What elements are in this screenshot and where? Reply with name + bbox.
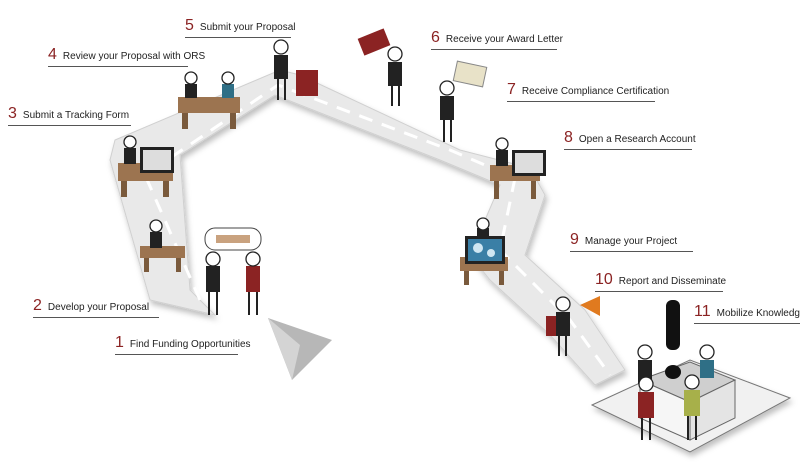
- step-7-label: 7 Receive Compliance Certification: [507, 76, 669, 102]
- step-number: 4: [48, 46, 57, 63]
- step-10-label: 10 Report and Disseminate: [595, 266, 726, 292]
- label-underline: [595, 291, 723, 292]
- step-number: 1: [115, 334, 124, 351]
- step-6-label: 6 Receive your Award Letter: [431, 24, 563, 50]
- step-text: Report and Disseminate: [618, 276, 727, 287]
- label-underline: [48, 66, 188, 67]
- desk-step-9: [460, 236, 508, 285]
- people: [123, 39, 715, 440]
- step-text: Develop your Proposal: [47, 302, 150, 313]
- step-11-label: 11 Mobilize Knowledge: [694, 298, 800, 324]
- desk-step-2: [140, 246, 185, 272]
- proposal-box: [296, 70, 318, 96]
- step-text: Manage your Project: [584, 236, 678, 247]
- step-number: 7: [507, 81, 516, 98]
- label-underline: [431, 49, 557, 50]
- step-3-label: 3 Submit a Tracking Form: [8, 100, 131, 126]
- step-number: 3: [8, 105, 17, 122]
- step-number: 5: [185, 17, 194, 34]
- label-underline: [694, 323, 800, 324]
- label-underline: [33, 317, 159, 318]
- step-number: 6: [431, 29, 440, 46]
- step-number: 8: [564, 129, 573, 146]
- label-underline: [8, 125, 131, 126]
- step-2-label: 2 Develop your Proposal: [33, 292, 159, 318]
- megaphone-icon: [580, 296, 600, 316]
- step-text: Receive your Award Letter: [445, 34, 564, 45]
- label-underline: [564, 149, 692, 150]
- step-9-label: 9 Manage your Project: [570, 226, 693, 252]
- step-1-label: 1 Find Funding Opportunities: [115, 329, 251, 355]
- label-underline: [507, 101, 655, 102]
- handshake-speech-bubble: [204, 227, 262, 251]
- step-text: Find Funding Opportunities: [129, 339, 251, 350]
- step-text: Review your Proposal with ORS: [62, 51, 206, 62]
- step-text: Submit your Proposal: [199, 22, 296, 33]
- step-text: Open a Research Account: [578, 134, 696, 145]
- label-underline: [185, 37, 291, 38]
- step-text: Mobilize Knowledge: [716, 308, 800, 319]
- step-4-label: 4 Review your Proposal with ORS: [48, 41, 205, 67]
- desk-step-4: [178, 97, 240, 129]
- desk-step-8: [490, 150, 546, 199]
- step-text: Submit a Tracking Form: [22, 110, 130, 121]
- step-number: 2: [33, 297, 42, 314]
- step-text: Receive Compliance Certification: [521, 86, 670, 97]
- step-number: 10: [595, 271, 613, 288]
- compliance-certificate-icon: [452, 60, 488, 88]
- step-number: 11: [694, 303, 711, 320]
- step-8-label: 8 Open a Research Account: [564, 124, 696, 150]
- desk-step-3: [118, 147, 174, 197]
- award-envelope-icon: [357, 28, 391, 56]
- step-5-label: 5 Submit your Proposal: [185, 12, 296, 38]
- label-underline: [570, 251, 693, 252]
- step-number: 9: [570, 231, 579, 248]
- label-underline: [115, 354, 238, 355]
